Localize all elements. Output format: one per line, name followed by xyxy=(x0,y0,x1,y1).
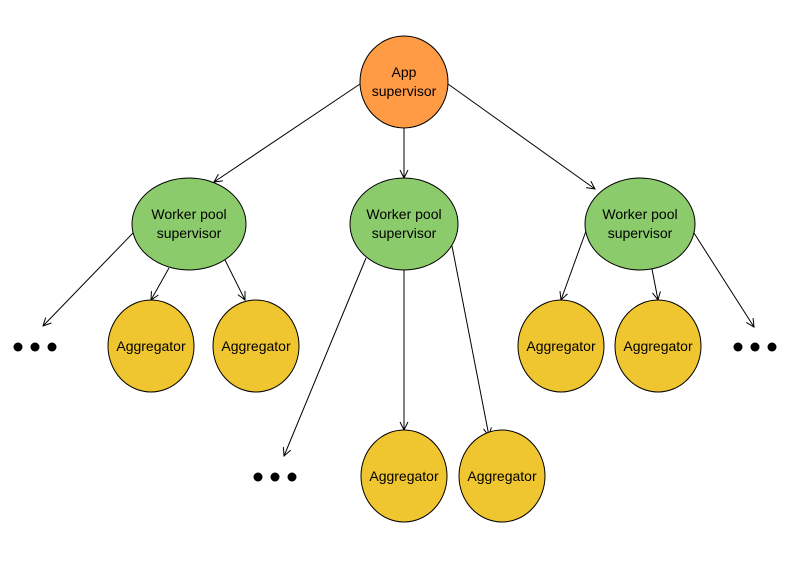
edges xyxy=(43,83,754,456)
more-workers-center-icon xyxy=(253,472,297,482)
more-workers-right-icon xyxy=(733,342,777,352)
edge-pool-left-to-agg-left-2 xyxy=(223,257,245,300)
aggregator-center-2-node: Aggregator xyxy=(458,429,546,523)
app-supervisor-label-line-2: supervisor xyxy=(372,83,437,99)
worker-pool-supervisor-right-node: Worker pool supervisor xyxy=(584,177,696,271)
pool-left-label-line-1: Worker pool xyxy=(151,206,226,222)
edge-pool-right-to-agg-right-2 xyxy=(651,268,658,300)
edge-pool-left-to-agg-left-1 xyxy=(151,267,170,300)
aggregator-left-2-label: Aggregator xyxy=(221,338,291,354)
edge-pool-left-to-more-left xyxy=(43,232,134,326)
aggregator-right-1-label: Aggregator xyxy=(526,338,596,354)
more-workers-left-icon xyxy=(13,342,57,352)
pool-center-label-line-2: supervisor xyxy=(372,225,437,241)
aggregator-right-1-node: Aggregator xyxy=(517,299,605,393)
edge-pool-center-to-agg-center-2 xyxy=(451,245,489,436)
edge-pool-center-to-more-center xyxy=(284,257,367,456)
aggregator-left-1-node: Aggregator xyxy=(107,299,195,393)
pool-left-label-line-2: supervisor xyxy=(157,225,222,241)
pool-center-label-line-1: Worker pool xyxy=(366,206,441,222)
edge-app-supervisor-to-pool-left xyxy=(214,83,361,182)
edge-pool-right-to-more-right xyxy=(693,232,754,327)
aggregator-center-1-node: Aggregator xyxy=(360,429,448,523)
pool-right-label-line-1: Worker pool xyxy=(602,206,677,222)
app-supervisor-node: App supervisor xyxy=(359,35,449,129)
aggregator-right-2-node: Aggregator xyxy=(614,299,702,393)
pool-right-label-line-2: supervisor xyxy=(608,225,673,241)
aggregator-left-1-label: Aggregator xyxy=(116,338,186,354)
aggregator-center-2-label: Aggregator xyxy=(467,468,537,484)
aggregator-left-2-node: Aggregator xyxy=(212,299,300,393)
edge-pool-right-to-agg-right-1 xyxy=(561,230,587,300)
app-supervisor-label-line-1: App xyxy=(392,64,417,80)
aggregator-right-2-label: Aggregator xyxy=(623,338,693,354)
worker-pool-supervisor-left-node: Worker pool supervisor xyxy=(131,177,247,271)
worker-pool-supervisor-center-node: Worker pool supervisor xyxy=(349,177,459,271)
edge-app-supervisor-to-pool-right xyxy=(447,83,595,189)
aggregator-center-1-label: Aggregator xyxy=(369,468,439,484)
